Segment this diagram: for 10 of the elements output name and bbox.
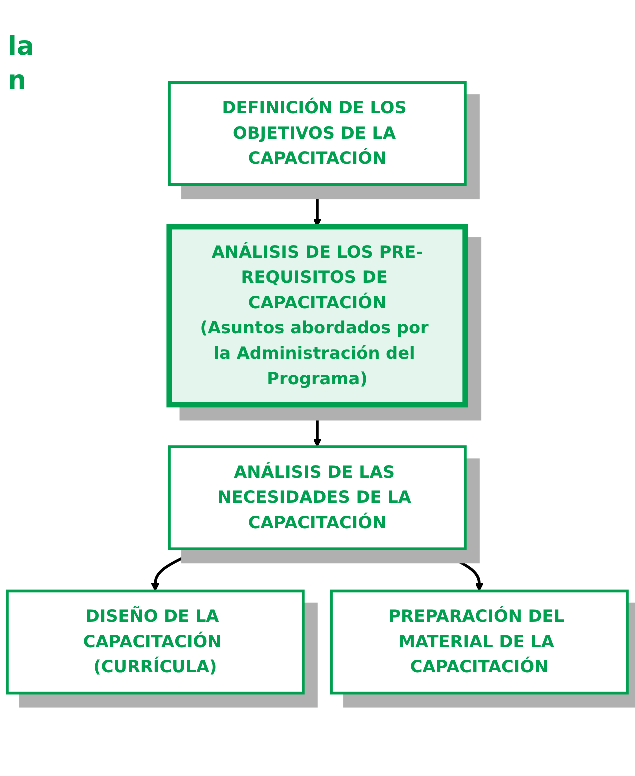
node-box: PREPARACIÓN DEL MATERIAL DE LA CAPACITACIÓN — [330, 590, 629, 695]
arrow — [151, 548, 204, 592]
title-fragment: la — [8, 31, 34, 64]
node-box: ANÁLISIS DE LOS PRE-REQUISITOS DE CAPACITACIÓN (Asuntos abordados por la Administración del Programa) — [166, 224, 468, 408]
node-box: DEFINICIÓN DE LOS OBJETIVOS DE LA CAPACITACIÓN — [168, 81, 467, 186]
node-box: ANÁLISIS DE LAS NECESIDADES DE LA CAPACITACIÓN — [168, 446, 467, 550]
node-box: DISEÑO DE LA CAPACITACIÓN (CURRÍCULA) — [6, 590, 305, 695]
title-fragment: n — [8, 65, 28, 98]
arrow — [432, 548, 484, 592]
arrow — [313, 404, 322, 448]
